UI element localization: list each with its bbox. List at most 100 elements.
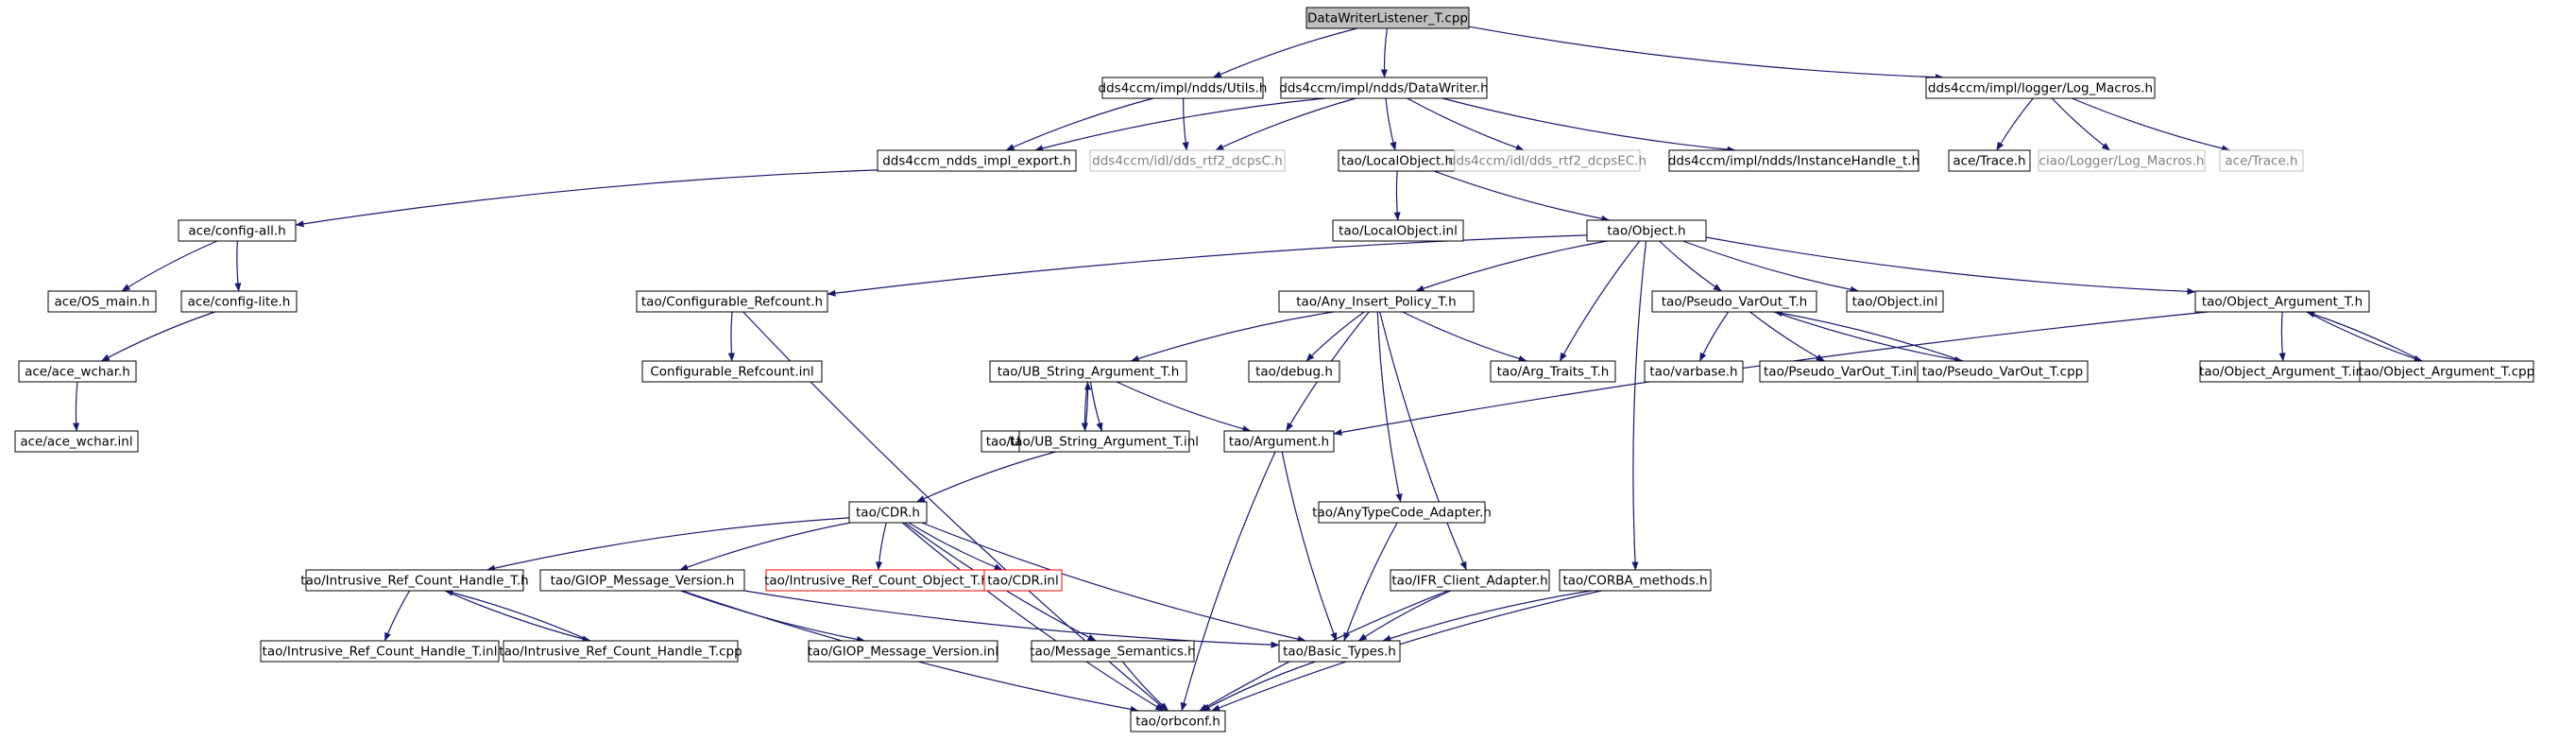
node-label: tao/Intrusive_Ref_Count_Handle_T.h [300, 574, 528, 589]
edge-n0-to-n3 [1468, 26, 1944, 81]
node-box [1248, 360, 1340, 383]
edge-n43-to-n48 [1382, 590, 1593, 642]
nodes-layer: DataWriterListener_T.cpp dds4ccm/impl/ndd… [14, 7, 2534, 732]
node-tao-basic-types-h[interactable]: tao/Basic_Types.h [1278, 640, 1401, 663]
node-label: tao/UB_String_Argument_T.h [998, 365, 1180, 380]
node-label: tao/Object_Argument_T.cpp [2359, 365, 2534, 380]
node-tao-pseudo-varout-t-inl[interactable]: tao/Pseudo_VarOut_T.inl [1759, 360, 1921, 383]
node-tao-object-argument-t-inl[interactable]: tao/Object_Argument_T.inl [2199, 360, 2367, 383]
node-dds4ccm-impl-ndds-datawriter-h[interactable]: dds4ccm/impl/ndds/DataWriter.h [1279, 77, 1489, 99]
node-tao-debug-h[interactable]: tao/debug.h [1248, 360, 1340, 383]
node-box [539, 569, 745, 592]
node-box [636, 290, 828, 313]
node-box [1651, 290, 1817, 313]
edge-n36-to-n40 [875, 522, 887, 571]
node-tao-intrusive-ref-count-handle-t-h[interactable]: tao/Intrusive_Ref_Count_Handle_T.h [300, 569, 529, 592]
node-box [2194, 290, 2370, 313]
node-tao-any-insert-policy-t-h[interactable]: tao/Any_Insert_Policy_T.h [1278, 290, 1475, 313]
node-dds4ccm-ndds-impl-export-h[interactable]: dds4ccm_ndds_impl_export.h [877, 149, 1077, 172]
node-tao-arg-traits-t-h[interactable]: tao/Arg_Traits_T.h [1490, 360, 1616, 383]
edge-n18-to-n25 [1305, 311, 1365, 362]
node-label: dds4ccm/impl/ndds/InstanceHandle_t.h [1668, 154, 1919, 169]
node-tao-intrusive-ref-count-object-t-h[interactable]: tao/Intrusive_Ref_Count_Object_T.h [764, 569, 989, 592]
node-box [808, 640, 998, 663]
edge-n14-to-n18 [1415, 240, 1608, 292]
node-tao-ub-string-argument-t-inl[interactable]: tao/UB_String_Argument_T.inl [1010, 430, 1199, 453]
node-label: ace/ace_wchar.inl [20, 435, 132, 450]
node-dds4ccm-idl-dds-rtf2-dcpsec-h[interactable]: dds4ccm/idl/dds_rtf2_dcpsEC.h [1448, 149, 1646, 172]
node-dds4ccm-impl-logger-log-macros-h[interactable]: dds4ccm/impl/logger/Log_Macros.h [1925, 77, 2156, 99]
node-box [1332, 219, 1464, 242]
edge-n21-to-n30 [2278, 311, 2286, 362]
edge-n14-to-n20 [1682, 240, 1859, 293]
node-tao-anytypecode-adapter-h[interactable]: tao/AnyTypeCode_Adapter.h [1312, 501, 1492, 524]
node-label: tao/IFR_Client_Adapter.h [1391, 574, 1547, 589]
node-dds4ccm-impl-ndds-instancehandle-t-h[interactable]: dds4ccm/impl/ndds/InstanceHandle_t.h [1668, 149, 1919, 172]
node-tao-varbase-h[interactable]: tao/varbase.h [1644, 360, 1744, 383]
edge-n19-to-n29 [1774, 311, 1964, 364]
node-ace-config-lite-h[interactable]: ace/config-lite.h [180, 290, 298, 313]
node-ace-trace-h[interactable]: ace/Trace.h [1948, 149, 2031, 172]
node-label: ace/config-all.h [188, 224, 285, 239]
edge-n36-to-n48 [921, 522, 1306, 643]
node-tao-object-argument-t-cpp[interactable]: tao/Object_Argument_T.cpp [2359, 360, 2534, 383]
node-ciao-logger-log-macros-h[interactable]: ciao/Logger/Log_Macros.h [2038, 149, 2206, 172]
edge-n2-to-n6 [1385, 97, 1397, 151]
node-ace-config-all-h[interactable]: ace/config-all.h [178, 219, 297, 242]
edge-n0-to-n1 [1212, 27, 1357, 78]
edge-n29-to-n19 [1773, 309, 1963, 362]
node-box [1280, 77, 1488, 99]
node-datawriterlistener-t-cpp[interactable]: DataWriterListener_T.cpp [1305, 7, 1470, 29]
node-tao-ub-string-argument-t-h[interactable]: tao/UB_String_Argument_T.h [989, 360, 1187, 383]
node-box [18, 360, 137, 383]
node-label: tao/debug.h [1255, 365, 1333, 380]
edge-n18-to-n26 [1402, 311, 1527, 362]
edge-n36-to-n39 [679, 522, 851, 571]
node-tao-object-inl[interactable]: tao/Object.inl [1846, 290, 1944, 313]
edge-n3-to-n9 [1996, 97, 2034, 151]
node-tao-object-h[interactable]: tao/Object.h [1586, 219, 1707, 242]
edge-n36-to-n38 [486, 517, 850, 572]
node-tao-configurable-refcount-h[interactable]: tao/Configurable_Refcount.h [636, 290, 828, 313]
node-ace-trace-h[interactable]: ace/Trace.h [2219, 149, 2304, 172]
edge-n39-to-n46 [680, 590, 865, 643]
node-dds4ccm-impl-ndds-utils-h[interactable]: dds4ccm/impl/ndds/Utils.h [1099, 77, 1268, 99]
node-dds4ccm-idl-dds-rtf2-dcpsc-h[interactable]: dds4ccm/idl/dds_rtf2_dcpsC.h [1089, 149, 1286, 172]
edge-n2-to-n4 [1034, 97, 1326, 152]
edge-n18-to-n24 [1130, 311, 1334, 362]
node-tao-object-argument-t-h[interactable]: tao/Object_Argument_T.h [2194, 290, 2370, 313]
node-tao-localobject-h[interactable]: tao/LocalObject.h [1338, 149, 1457, 172]
node-tao-corba-methods-h[interactable]: tao/CORBA_methods.h [1559, 569, 1712, 592]
node-tao-intrusive-ref-count-handle-t-cpp[interactable]: tao/Intrusive_Ref_Count_Handle_T.cpp [499, 640, 742, 663]
node-label: tao/Configurable_Refcount.h [641, 295, 823, 310]
node-tao-pseudo-varout-t-cpp[interactable]: tao/Pseudo_VarOut_T.cpp [1917, 360, 2089, 383]
node-tao-message-semantics-h[interactable]: tao/Message_Semantics.h [1030, 640, 1196, 663]
node-tao-ifr-client-adapter-h[interactable]: tao/IFR_Client_Adapter.h [1390, 569, 1550, 592]
node-tao-cdr-h[interactable]: tao/CDR.h [848, 501, 928, 524]
node-tao-intrusive-ref-count-handle-t-inl[interactable]: tao/Intrusive_Ref_Count_Handle_T.inl [260, 640, 500, 663]
node-box [503, 640, 739, 663]
node-label: ace/ace_wchar.h [25, 365, 130, 380]
node-ace-os-main-h[interactable]: ace/OS_main.h [47, 290, 157, 313]
node-label: tao/varbase.h [1649, 365, 1737, 380]
node-box [1318, 501, 1486, 524]
edge-n35-to-n49 [1180, 451, 1276, 712]
node-configurable-refcount-inl[interactable]: Configurable_Refcount.inl [641, 360, 823, 383]
node-box [1223, 430, 1335, 453]
node-ace-ace-wchar-inl[interactable]: ace/ace_wchar.inl [14, 430, 139, 453]
node-tao-giop-message-version-inl[interactable]: tao/GIOP_Message_Version.inl [808, 640, 998, 663]
node-label: tao/GIOP_Message_Version.h [551, 574, 735, 589]
node-box [1454, 149, 1641, 172]
edge-n1-to-n4 [1005, 97, 1154, 151]
edge-n45-to-n38 [444, 589, 591, 642]
node-label: tao/Pseudo_VarOut_T.cpp [1922, 365, 2083, 380]
node-tao-argument-h[interactable]: tao/Argument.h [1223, 430, 1335, 453]
node-tao-giop-message-version-h[interactable]: tao/GIOP_Message_Version.h [539, 569, 745, 592]
node-tao-localobject-inl[interactable]: tao/LocalObject.inl [1332, 219, 1464, 242]
node-tao-pseudo-varout-t-h[interactable]: tao/Pseudo_VarOut_T.h [1651, 290, 1817, 313]
node-tao-orbconf-h[interactable]: tao/orbconf.h [1130, 710, 1226, 732]
node-label: tao/Object_Argument_T.h [2202, 295, 2363, 310]
node-ace-ace-wchar-h[interactable]: ace/ace_wchar.h [18, 360, 137, 383]
node-tao-cdr-inl[interactable]: tao/CDR.inl [983, 569, 1063, 592]
